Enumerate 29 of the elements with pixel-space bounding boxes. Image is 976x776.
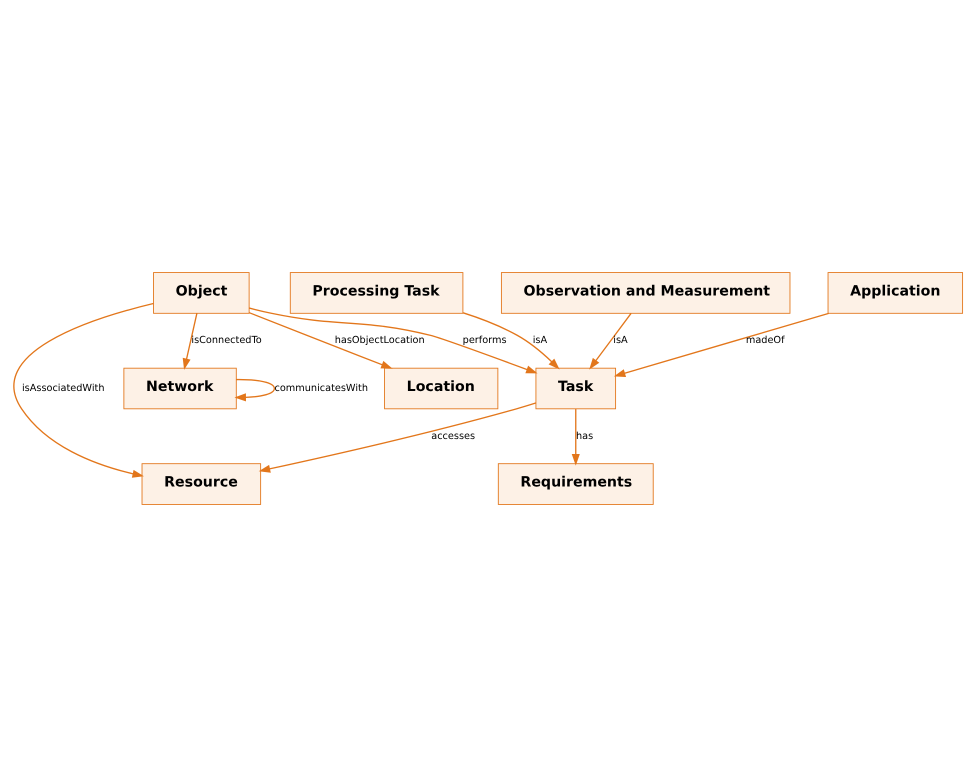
- node-box: Requirements: [498, 462, 654, 504]
- edge-label: isA: [613, 334, 628, 346]
- edge-label: accesses: [431, 430, 476, 442]
- arrow: [234, 378, 276, 401]
- node-box: Application: [828, 272, 964, 314]
- arrow: [589, 312, 632, 370]
- edge-label: performs: [462, 334, 507, 346]
- edge-label: hasObjectLocation: [334, 334, 425, 346]
- edge-label: madeOf: [746, 334, 785, 346]
- node-box: Location: [384, 367, 498, 409]
- edge-label: isA: [532, 334, 548, 346]
- node-box: Resource: [142, 462, 262, 504]
- arrow: [614, 312, 829, 377]
- arrow: [572, 408, 580, 466]
- node-box: Network: [123, 367, 237, 409]
- arrow: [13, 302, 154, 478]
- node-box: Observation and Measurement: [500, 272, 790, 314]
- node-box: Object: [153, 272, 250, 314]
- node-box: Processing Task: [290, 272, 464, 314]
- arrow: [249, 306, 538, 373]
- edge-label: isConnectedTo: [191, 334, 262, 346]
- edge-label: communicatesWith: [274, 382, 368, 394]
- arrow: [182, 312, 198, 370]
- edge-label: has: [576, 430, 594, 442]
- edge-label: isAssociatedWith: [22, 382, 104, 394]
- arrow: [462, 312, 560, 370]
- arrow: [249, 312, 393, 368]
- node-box: Task: [535, 367, 616, 409]
- arrow: [258, 402, 536, 472]
